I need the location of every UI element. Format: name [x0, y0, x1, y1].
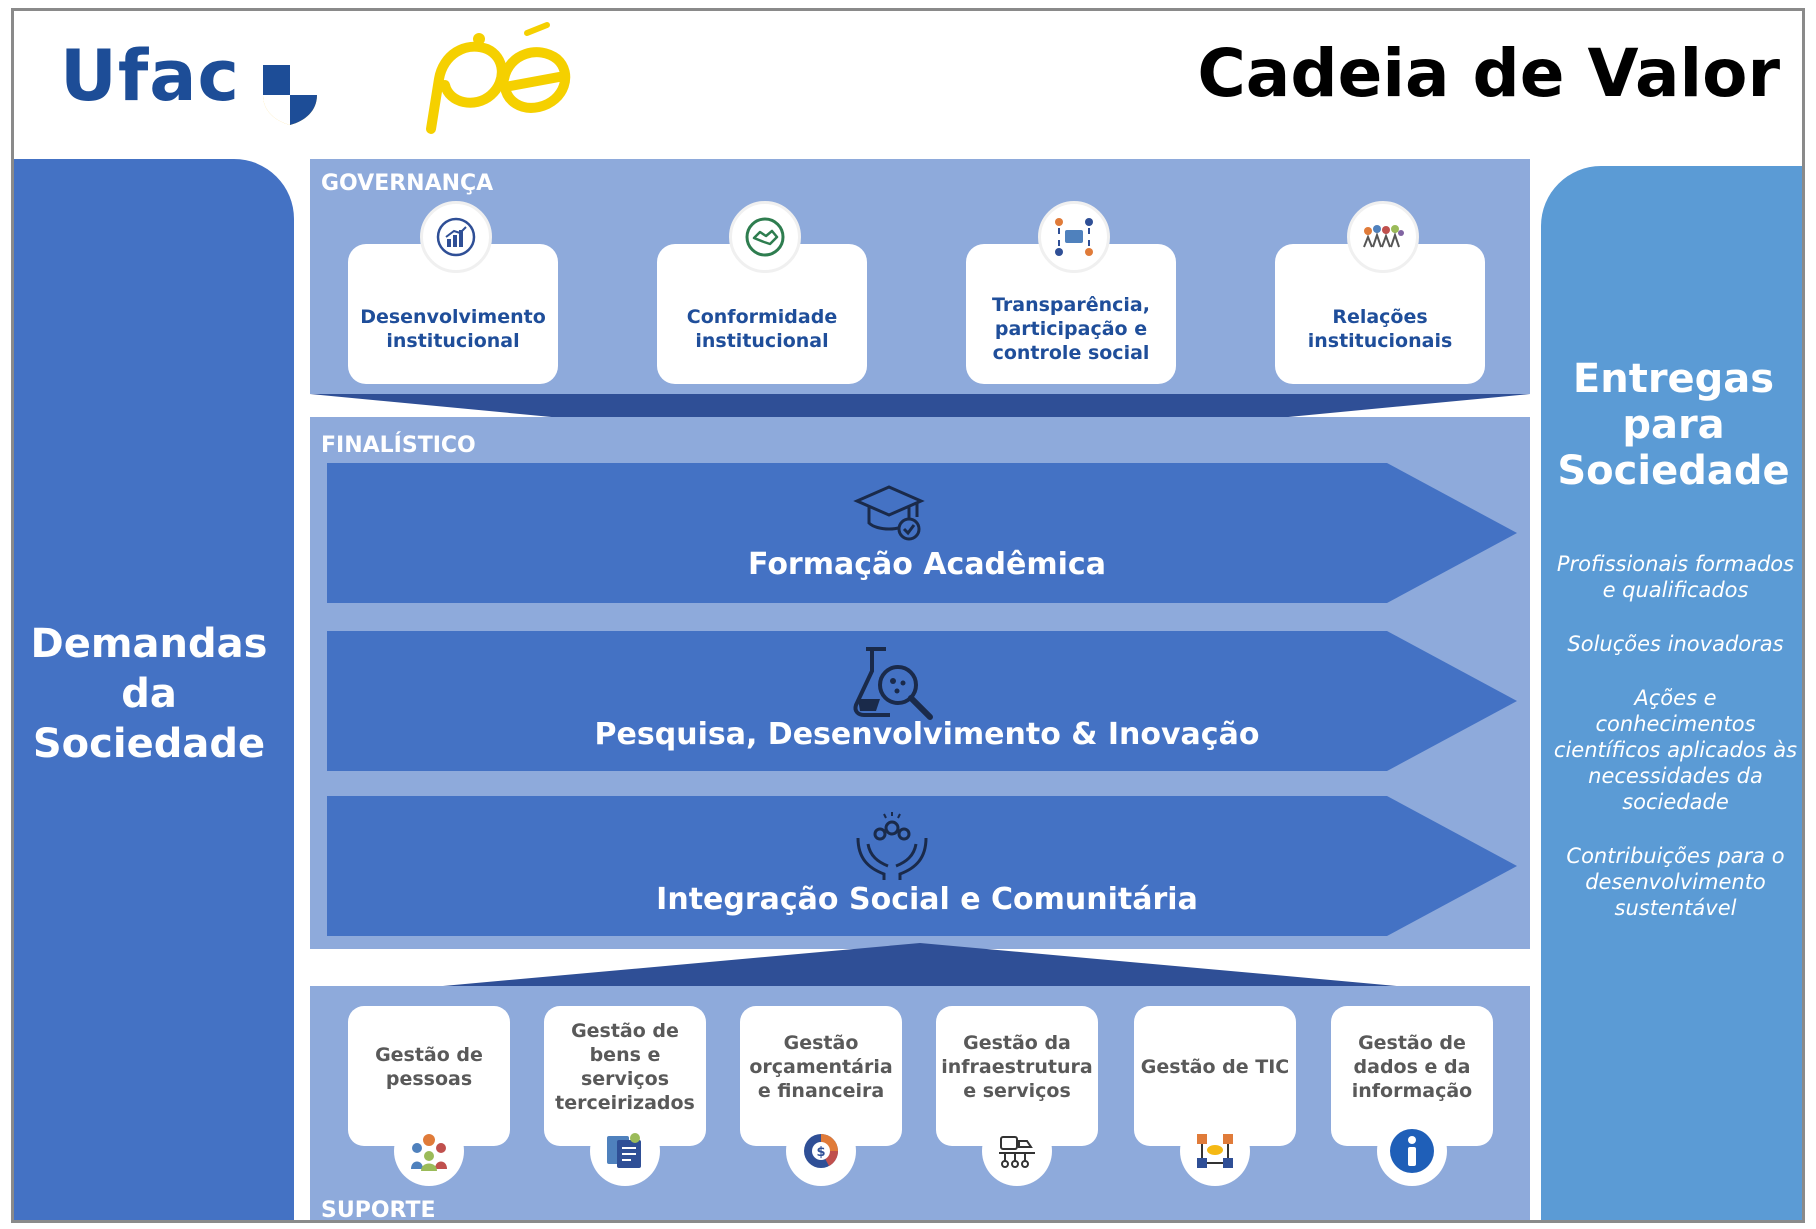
deliverables-title-line: para: [1622, 402, 1725, 448]
crowd-icon: [1347, 201, 1419, 273]
governance-band: GOVERNANÇA Desenvolvimento institucional…: [310, 159, 1530, 394]
process-arrow-shape: [327, 463, 1517, 603]
network-people-icon: [1038, 201, 1110, 273]
deliverables-title-line: Entregas: [1572, 356, 1775, 402]
process-research: Pesquisa, Desenvolvimento & Inovação: [327, 631, 1527, 771]
deliverable-item: Soluções inovadoras: [1567, 632, 1784, 656]
hands-community-icon: [856, 812, 928, 880]
svg-text:$: $: [816, 1145, 825, 1160]
process-academic-label: Formação Acadêmica: [748, 547, 1106, 582]
it-network-icon: [1180, 1116, 1250, 1186]
process-social-label: Integração Social e Comunitária: [656, 882, 1198, 917]
support-label: SUPORTE: [321, 1198, 436, 1223]
process-social: Integração Social e Comunitária: [327, 796, 1527, 936]
ufac-logo-text: Ufac: [60, 35, 241, 117]
support-band: SUPORTE Gestão de pessoas Gestão de bens…: [310, 986, 1530, 1223]
bar-chart-icon: [420, 201, 492, 273]
deliverables-title-line: Sociedade: [1557, 448, 1790, 494]
deliverable-item: Contribuições para o desenvolvimento sus…: [1566, 844, 1785, 920]
governance-label: GOVERNANÇA: [321, 171, 494, 196]
header: Ufac Cadeia de Valor: [14, 11, 1802, 161]
finalistic-label: FINALÍSTICO: [321, 433, 476, 458]
deliverables-panel: Entregas para Sociedade Profissionais fo…: [1541, 166, 1802, 1220]
ufac-shield-icon: [263, 65, 317, 125]
deliverables-title: Entregas para Sociedade: [1541, 356, 1802, 494]
infrastructure-icon: [982, 1116, 1052, 1186]
graduation-cap-icon: [853, 485, 925, 541]
process-arrow-shape: [327, 796, 1517, 936]
demand-panel: Demandas da Sociedade: [14, 159, 294, 1220]
pe-logo-icon: [426, 22, 571, 134]
process-research-label: Pesquisa, Desenvolvimento & Inovação: [594, 717, 1260, 752]
process-arrow-shape: [327, 631, 1517, 771]
deliverable-item: Profissionais formados e qualificados: [1556, 552, 1795, 602]
diagram-frame: Ufac Cadeia de Valor Demandas da Socieda…: [11, 8, 1805, 1223]
demand-title-line: Demandas: [30, 621, 268, 667]
demand-title-line: da: [121, 671, 177, 717]
demand-title-line: Sociedade: [32, 721, 266, 767]
handshake-icon: [729, 201, 801, 273]
money-pie-icon: $: [786, 1116, 856, 1186]
people-icon: [394, 1116, 464, 1186]
support-card-data: Gestão de dados e da informação: [1331, 1006, 1493, 1146]
page-title: Cadeia de Valor: [1197, 35, 1780, 112]
process-academic: Formação Acadêmica: [327, 463, 1527, 603]
deliverable-item: Ações e conhecimentos científicos aplica…: [1553, 686, 1798, 814]
documents-icon: [590, 1116, 660, 1186]
flask-magnifier-icon: [853, 647, 933, 720]
gov-card-compliance: Conformidade institucional: [657, 244, 867, 384]
info-icon: [1377, 1116, 1447, 1186]
demand-title: Demandas da Sociedade: [14, 619, 284, 769]
support-connector-chevron: [310, 943, 1530, 998]
deliverables-list: Profissionais formados e qualificados So…: [1553, 551, 1798, 949]
